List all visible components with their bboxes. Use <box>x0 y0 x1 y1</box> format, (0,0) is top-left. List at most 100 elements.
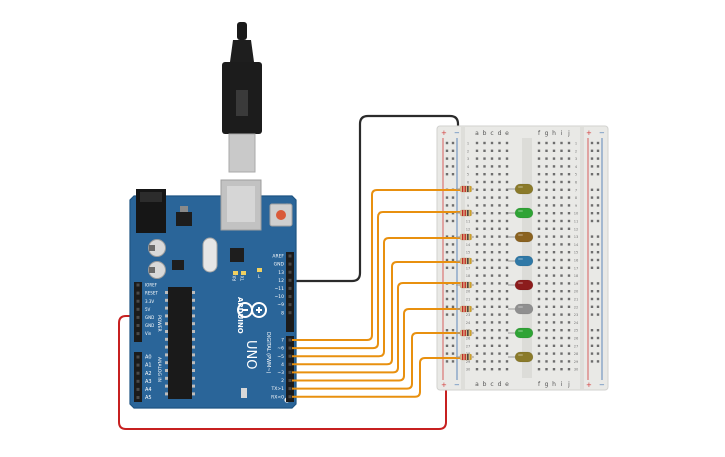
breadboard-hole[interactable] <box>475 282 479 285</box>
rail-hole[interactable] <box>590 251 594 254</box>
breadboard-hole[interactable] <box>560 290 563 293</box>
breadboard-hole[interactable] <box>483 243 486 246</box>
rail-hole[interactable] <box>590 313 594 316</box>
header-pin[interactable] <box>288 346 292 350</box>
breadboard-hole[interactable] <box>475 258 479 262</box>
breadboard-hole[interactable] <box>545 196 548 199</box>
breadboard-hole[interactable] <box>483 173 486 176</box>
breadboard-hole[interactable] <box>567 329 571 332</box>
breadboard-hole[interactable] <box>505 212 509 215</box>
breadboard-hole[interactable] <box>498 219 501 223</box>
breadboard-hole[interactable] <box>505 188 509 191</box>
header-pin[interactable] <box>288 338 292 342</box>
breadboard-hole[interactable] <box>560 251 563 254</box>
breadboard-hole[interactable] <box>498 204 501 207</box>
rail-hole[interactable] <box>590 297 594 301</box>
breadboard-hole[interactable] <box>475 180 479 184</box>
rail-hole[interactable] <box>590 204 594 207</box>
breadboard-hole[interactable] <box>567 321 571 324</box>
rail-hole[interactable] <box>445 243 449 246</box>
rail-hole[interactable] <box>596 165 600 168</box>
breadboard-hole[interactable] <box>475 243 479 246</box>
breadboard-hole[interactable] <box>552 180 556 184</box>
breadboard-hole[interactable] <box>498 297 501 301</box>
breadboard-hole[interactable] <box>498 266 501 269</box>
rail-hole[interactable] <box>451 243 455 246</box>
breadboard-hole[interactable] <box>490 360 494 363</box>
breadboard-hole[interactable] <box>505 290 509 293</box>
breadboard-hole[interactable] <box>545 227 548 230</box>
rail-hole[interactable] <box>596 219 600 223</box>
breadboard-hole[interactable] <box>483 219 486 223</box>
breadboard-hole[interactable] <box>475 141 479 145</box>
breadboard-hole[interactable] <box>545 188 548 191</box>
breadboard-hole[interactable] <box>498 180 501 184</box>
rail-hole[interactable] <box>445 204 449 207</box>
breadboard-hole[interactable] <box>560 282 563 285</box>
breadboard-hole[interactable] <box>483 165 486 168</box>
breadboard-hole[interactable] <box>490 204 494 207</box>
breadboard-hole[interactable] <box>475 274 479 277</box>
breadboard-hole[interactable] <box>560 196 563 199</box>
rail-hole[interactable] <box>590 344 594 347</box>
rail-hole[interactable] <box>445 196 449 199</box>
rail-hole[interactable] <box>451 297 455 301</box>
header-pin[interactable] <box>288 311 292 315</box>
resistor[interactable] <box>459 353 473 361</box>
breadboard-hole[interactable] <box>498 157 501 160</box>
breadboard-hole[interactable] <box>537 180 541 184</box>
rail-hole[interactable] <box>590 290 594 293</box>
signal-wire[interactable] <box>292 282 470 374</box>
rail-hole[interactable] <box>596 188 600 191</box>
breadboard-hole[interactable] <box>490 157 494 160</box>
led[interactable] <box>508 279 534 291</box>
breadboard-hole[interactable] <box>505 321 509 324</box>
led[interactable] <box>508 327 534 339</box>
breadboard-hole[interactable] <box>552 219 556 223</box>
rail-hole[interactable] <box>596 204 600 207</box>
breadboard-hole[interactable] <box>505 266 509 269</box>
breadboard-hole[interactable] <box>560 305 563 308</box>
breadboard-hole[interactable] <box>483 336 486 340</box>
breadboard-hole[interactable] <box>483 352 486 355</box>
breadboard-hole[interactable] <box>498 305 501 308</box>
header-pin[interactable] <box>288 262 292 266</box>
breadboard-hole[interactable] <box>560 243 563 246</box>
led[interactable] <box>508 231 534 243</box>
breadboard-hole[interactable] <box>567 204 571 207</box>
breadboard-hole[interactable] <box>475 297 479 301</box>
breadboard-hole[interactable] <box>505 227 509 230</box>
breadboard-hole[interactable] <box>567 219 571 223</box>
rail-hole[interactable] <box>451 173 455 176</box>
rail-hole[interactable] <box>596 251 600 254</box>
header-pin[interactable] <box>288 303 292 307</box>
breadboard-hole[interactable] <box>545 360 548 363</box>
rail-hole[interactable] <box>451 290 455 293</box>
breadboard-hole[interactable] <box>537 212 541 215</box>
breadboard-hole[interactable] <box>505 165 509 168</box>
breadboard-hole[interactable] <box>567 313 571 316</box>
breadboard-hole[interactable] <box>552 141 556 145</box>
breadboard-hole[interactable] <box>552 336 556 340</box>
breadboard-hole[interactable] <box>537 258 541 262</box>
breadboard-hole[interactable] <box>498 196 501 199</box>
breadboard-hole[interactable] <box>475 157 479 160</box>
rail-hole[interactable] <box>596 313 600 316</box>
rail-hole[interactable] <box>590 305 594 308</box>
rail-hole[interactable] <box>596 258 600 262</box>
breadboard-hole[interactable] <box>505 305 509 308</box>
rail-hole[interactable] <box>596 141 600 145</box>
rail-hole[interactable] <box>451 258 455 262</box>
rail-hole[interactable] <box>590 196 594 199</box>
rail-hole[interactable] <box>596 297 600 301</box>
breadboard-hole[interactable] <box>567 305 571 308</box>
breadboard-hole[interactable] <box>537 329 541 332</box>
breadboard-hole[interactable] <box>552 282 556 285</box>
rail-hole[interactable] <box>590 243 594 246</box>
breadboard-hole[interactable] <box>545 243 548 246</box>
arduino-uno-board[interactable]: RX TX L ARDUINO UNO DIGITAL (PWM~) AREFG… <box>129 179 297 409</box>
breadboard-hole[interactable] <box>475 313 479 316</box>
breadboard-hole[interactable] <box>537 352 541 355</box>
breadboard-hole[interactable] <box>483 212 486 215</box>
breadboard-hole[interactable] <box>567 188 571 191</box>
